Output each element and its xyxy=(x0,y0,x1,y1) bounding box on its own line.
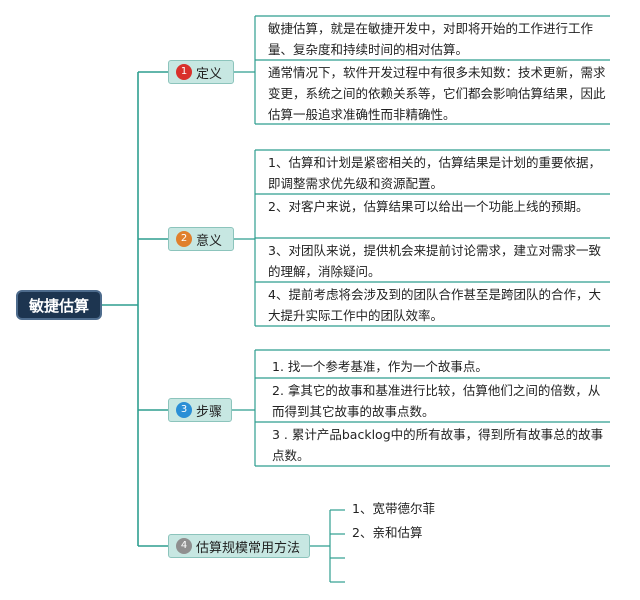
significance-item-3: 3、对团队来说，提供机会来提前讨论需求，建立对需求一致的理解，消除疑问。 xyxy=(268,243,601,279)
number-badge-icon: 1 xyxy=(176,64,192,80)
significance-item-1: 1、估算和计划是紧密相关的，估算结果是计划的重要依据，即调整需求优先级和资源配置… xyxy=(268,155,601,191)
root-node[interactable]: 敏捷估算 xyxy=(16,290,102,320)
branch-label: 估算规模常用方法 xyxy=(196,540,301,556)
number-badge-icon: 4 xyxy=(176,538,192,554)
steps-item-3: 3 . 累计产品backlog中的所有故事，得到所有故事总的故事点数。 xyxy=(272,427,604,463)
branch-estimation-methods[interactable]: 4 估算规模常用方法 xyxy=(168,534,310,558)
branch-label: 定义 xyxy=(196,66,223,82)
steps-item-2: 2. 拿其它的故事和基准进行比较，估算他们之间的倍数，从而得到其它故事的故事点数… xyxy=(272,383,601,419)
number-badge-icon: 2 xyxy=(176,231,192,247)
significance-item-2: 2、对客户来说，估算结果可以给出一个功能上线的预期。 xyxy=(268,199,589,214)
number-badge-icon: 3 xyxy=(176,402,192,418)
method-item-2: 2、亲和估算 xyxy=(352,525,423,540)
definition-item-2: 通常情况下，软件开发过程中有很多未知数：技术更新，需求变更，系统之间的依赖关系等… xyxy=(268,65,606,122)
root-label: 敏捷估算 xyxy=(28,296,89,315)
steps-item-1: 1. 找一个参考基准，作为一个故事点。 xyxy=(272,359,488,374)
branch-label: 步骤 xyxy=(196,404,223,420)
branch-steps[interactable]: 3 步骤 xyxy=(168,398,232,422)
branch-significance[interactable]: 2 意义 xyxy=(168,227,234,251)
method-item-1: 1、宽带德尔菲 xyxy=(352,501,435,516)
definition-item-1: 敏捷估算，就是在敏捷开发中，对即将开始的工作进行工作量、复杂度和持续时间的相对估… xyxy=(268,21,594,57)
branch-label: 意义 xyxy=(196,233,223,249)
significance-item-4: 4、提前考虑将会涉及到的团队合作甚至是跨团队的合作，大大提升实际工作中的团队效率… xyxy=(268,287,601,323)
branch-definition[interactable]: 1 定义 xyxy=(168,60,234,84)
